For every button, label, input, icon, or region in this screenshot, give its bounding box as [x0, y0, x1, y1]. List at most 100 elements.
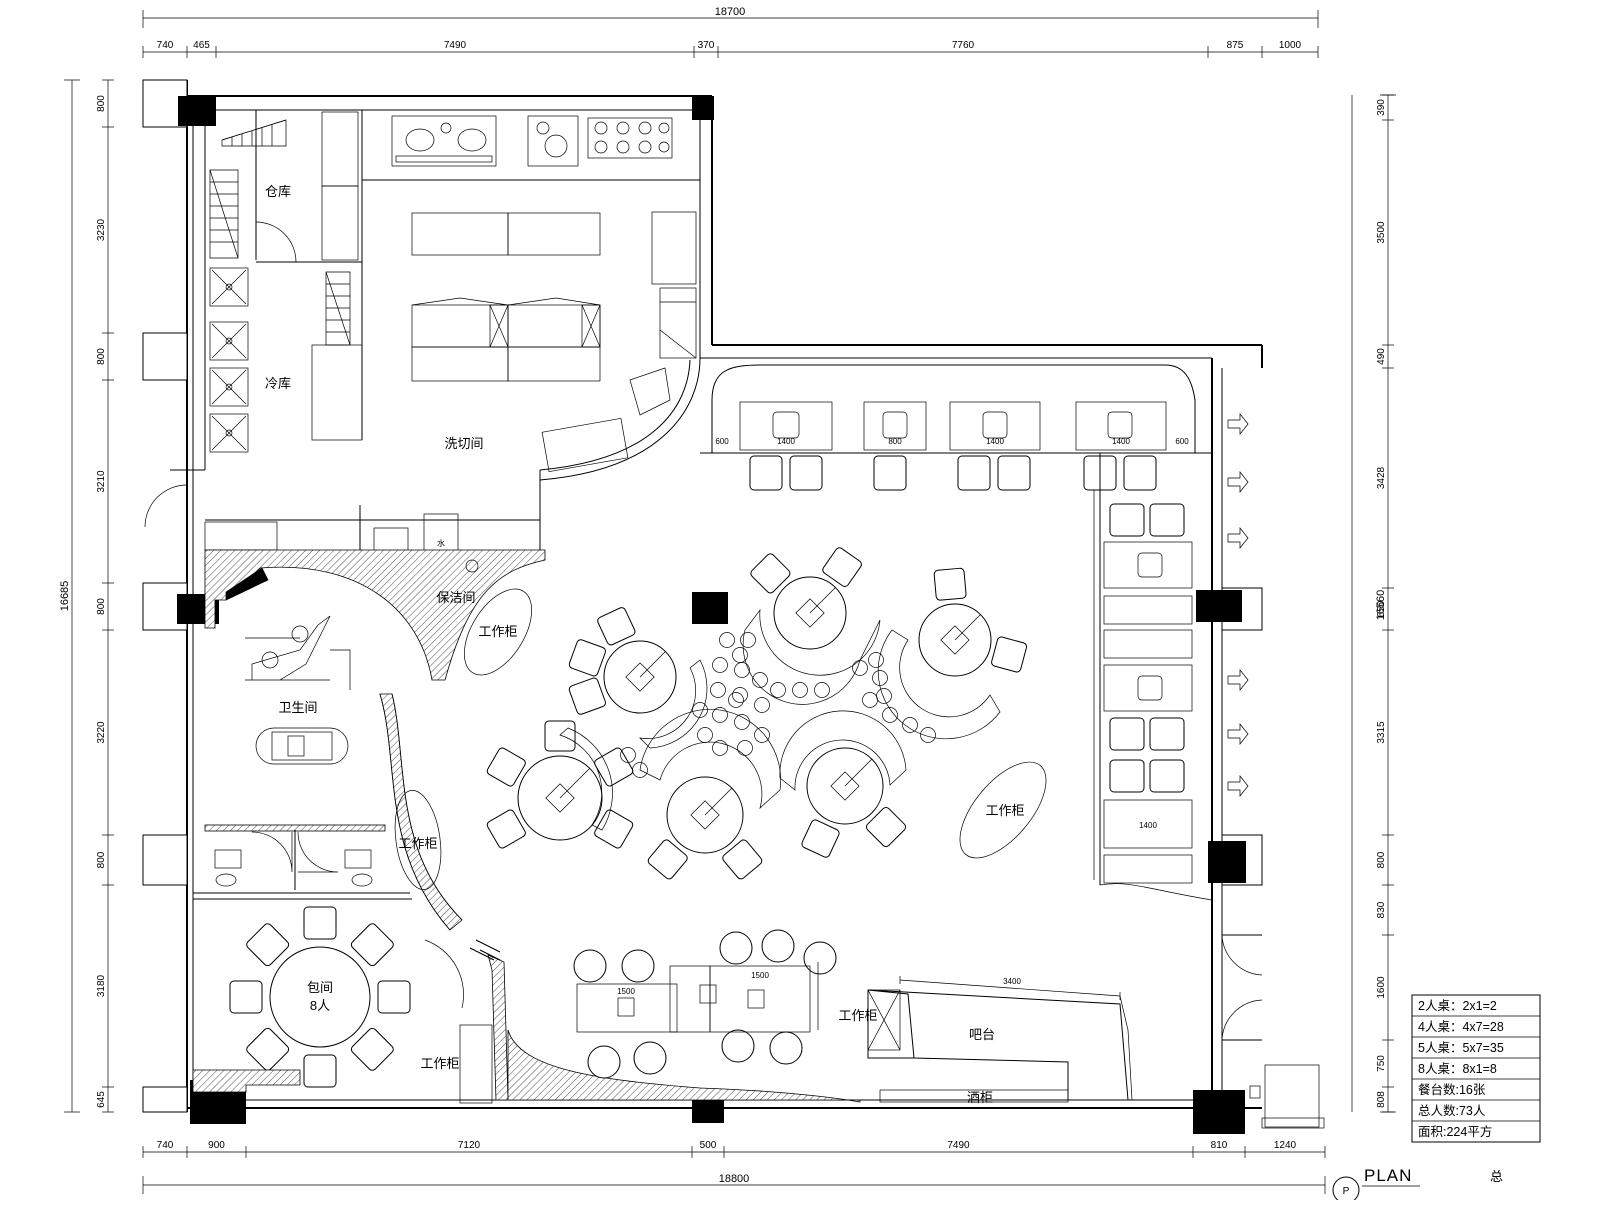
stool: [876, 688, 892, 704]
room-label-work-cabinet-5: 工作柜: [838, 1008, 877, 1023]
stool: [734, 714, 750, 730]
dining-chair: [568, 677, 606, 715]
dining-chair: [568, 639, 606, 677]
dimension-value: 7760: [952, 40, 975, 51]
dining-chair: [597, 607, 636, 646]
bar-stool: [633, 1041, 667, 1075]
room-label-private-room-seats: 8人: [310, 998, 330, 1013]
dimension-value: 800: [96, 598, 107, 615]
dining-chair: [865, 806, 907, 848]
stove-burners: [587, 117, 673, 159]
dim-bottom-total: 18800: [719, 1173, 750, 1185]
column: [178, 96, 216, 126]
legend-row: 8人桌：8x1=8: [1418, 1062, 1497, 1076]
seating-legend-table: 2人桌：2x1=24人桌：4x7=285人桌：5x7=358人桌：8x1=8餐台…: [1411, 994, 1541, 1143]
stool: [712, 657, 728, 673]
legend-row: 总人数:73人: [1418, 1103, 1486, 1118]
entrance-doors: [1099, 883, 1325, 1129]
stool: [632, 762, 648, 778]
bar-stool: [769, 1031, 803, 1065]
bar-stool: [761, 929, 795, 963]
dimension-value: 3500: [1376, 221, 1387, 244]
work-cabinet-oval: 工作柜: [959, 761, 1047, 859]
dimension-value: 7490: [947, 1140, 970, 1151]
dining-chair: [647, 839, 688, 880]
dimension-value: 810: [1211, 1140, 1228, 1151]
stool: [770, 682, 786, 698]
room-label-work-cabinet-1: 工作柜: [478, 624, 517, 639]
dimension-value: 3315: [1376, 721, 1387, 744]
dimension-value: 645: [96, 1091, 107, 1108]
column: [1193, 1090, 1245, 1134]
dimension-value: 7120: [458, 1140, 481, 1151]
bar-stool: [621, 949, 655, 983]
dimension-value: 3220: [96, 721, 107, 744]
booth-seating: 600 1400 800 1400 1400 600: [700, 364, 1212, 491]
plan-suffix: 总: [1490, 1169, 1503, 1184]
bar-stool: [587, 1045, 621, 1079]
dining-chair: [486, 747, 526, 787]
room-label-work-cabinet-2: 工作柜: [398, 836, 437, 851]
bar-counter: 3400 吧台 工作柜 酒柜: [838, 976, 1133, 1105]
private-room-chair: [246, 1027, 290, 1071]
private-room: 包间 8人 工作柜: [192, 906, 861, 1104]
dimension-value: 1240: [1274, 1140, 1297, 1151]
booth-dim: 600: [715, 437, 729, 446]
bar-stool: [721, 1029, 755, 1063]
bar-tables: 1500 1500: [576, 962, 819, 1033]
round-tables: [486, 547, 1028, 880]
private-room-chair: [229, 980, 263, 1014]
stool: [712, 707, 728, 723]
private-room-chair: [246, 923, 290, 967]
dining-chair: [750, 553, 791, 594]
booth-dim: 1400: [777, 437, 795, 446]
dining-chair: [991, 636, 1028, 673]
dimension-value: 370: [698, 40, 715, 51]
private-room-chair: [303, 1054, 337, 1088]
svg-text:1400: 1400: [1139, 821, 1157, 830]
private-room-chairs: [229, 906, 411, 1088]
water-mark: 水: [437, 538, 445, 548]
room-label-counter: 吧台: [969, 1027, 995, 1042]
dining-chair: [801, 819, 840, 858]
room-label-work-cabinet-4: 工作柜: [985, 803, 1024, 818]
stool: [697, 727, 713, 743]
stools: [573, 632, 936, 1079]
booth-dim: 1400: [986, 437, 1004, 446]
banquettes: [559, 608, 1001, 831]
dimension-value: 875: [1227, 40, 1244, 51]
dimension-value: 3230: [96, 218, 107, 241]
private-room-chair: [303, 906, 337, 940]
stool: [754, 697, 770, 713]
booth-dim: 800: [888, 437, 902, 446]
stool: [862, 692, 878, 708]
cold-storage-units: [209, 267, 249, 453]
booth-dim: 600: [1175, 437, 1189, 446]
plan-label: PLAN: [1364, 1166, 1412, 1185]
column: [1196, 590, 1242, 622]
booth-dim: 1400: [1112, 437, 1130, 446]
dim-top-total: 18700: [715, 6, 746, 18]
stool: [692, 702, 708, 718]
stool: [752, 672, 768, 688]
table-dim: 1500: [617, 987, 635, 996]
dimension-value: 465: [193, 40, 210, 51]
stool: [620, 747, 636, 763]
room-label-private-room: 包间: [307, 980, 333, 995]
stool: [872, 670, 888, 686]
stool: [719, 632, 735, 648]
dim-right-total: 16560: [1375, 590, 1387, 621]
stool: [902, 717, 918, 733]
legend-row: 2人桌：2x1=2: [1418, 999, 1497, 1013]
dimension-value: 500: [700, 1140, 717, 1151]
dimension-value: 3428: [1376, 466, 1387, 489]
room-label-restroom: 卫生间: [278, 700, 317, 715]
stool: [740, 632, 756, 648]
plan-title: P PLAN 总: [1332, 1166, 1503, 1204]
stool: [728, 692, 744, 708]
dimension-value: 750: [1376, 1055, 1387, 1072]
